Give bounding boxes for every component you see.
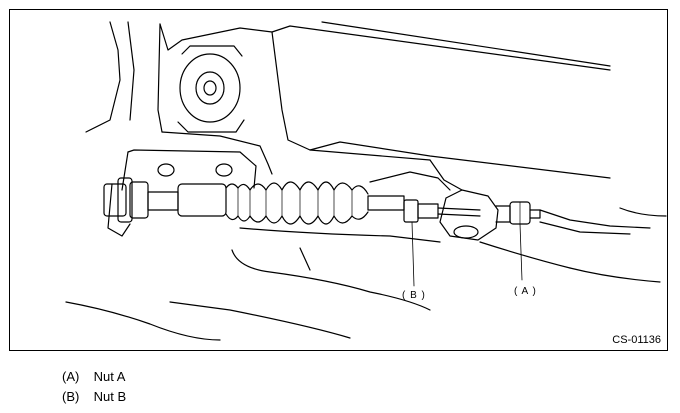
legend-key: (A) (62, 369, 80, 384)
steering-gearbox-illustration (65, 21, 667, 341)
mounting-boss (177, 45, 245, 133)
legend-text: Nut B (93, 389, 127, 404)
legend-item-a: (A) Nut A (62, 369, 125, 384)
tie-rod-end-right (439, 189, 541, 241)
nut-b-assembly (403, 199, 481, 223)
callout-b: ( B ) (402, 290, 426, 301)
leader-b (411, 221, 415, 287)
steering-boot (225, 181, 405, 225)
legend-text: Nut A (93, 369, 126, 384)
tie-rod-end-left (103, 177, 227, 237)
gearbox-housing (85, 21, 611, 179)
leader-a (519, 223, 523, 281)
nut-b (403, 199, 419, 223)
diagram-frame: ( B ) ( A ) CS-01136 (9, 9, 668, 351)
figure-code: CS-01136 (612, 334, 661, 346)
chassis-outline (65, 207, 667, 341)
leader-lines (411, 221, 523, 287)
legend-key: (B) (62, 389, 80, 404)
legend-item-b: (B) Nut B (62, 389, 126, 404)
callout-a: ( A ) (514, 286, 537, 297)
knuckle-arm (369, 159, 651, 235)
